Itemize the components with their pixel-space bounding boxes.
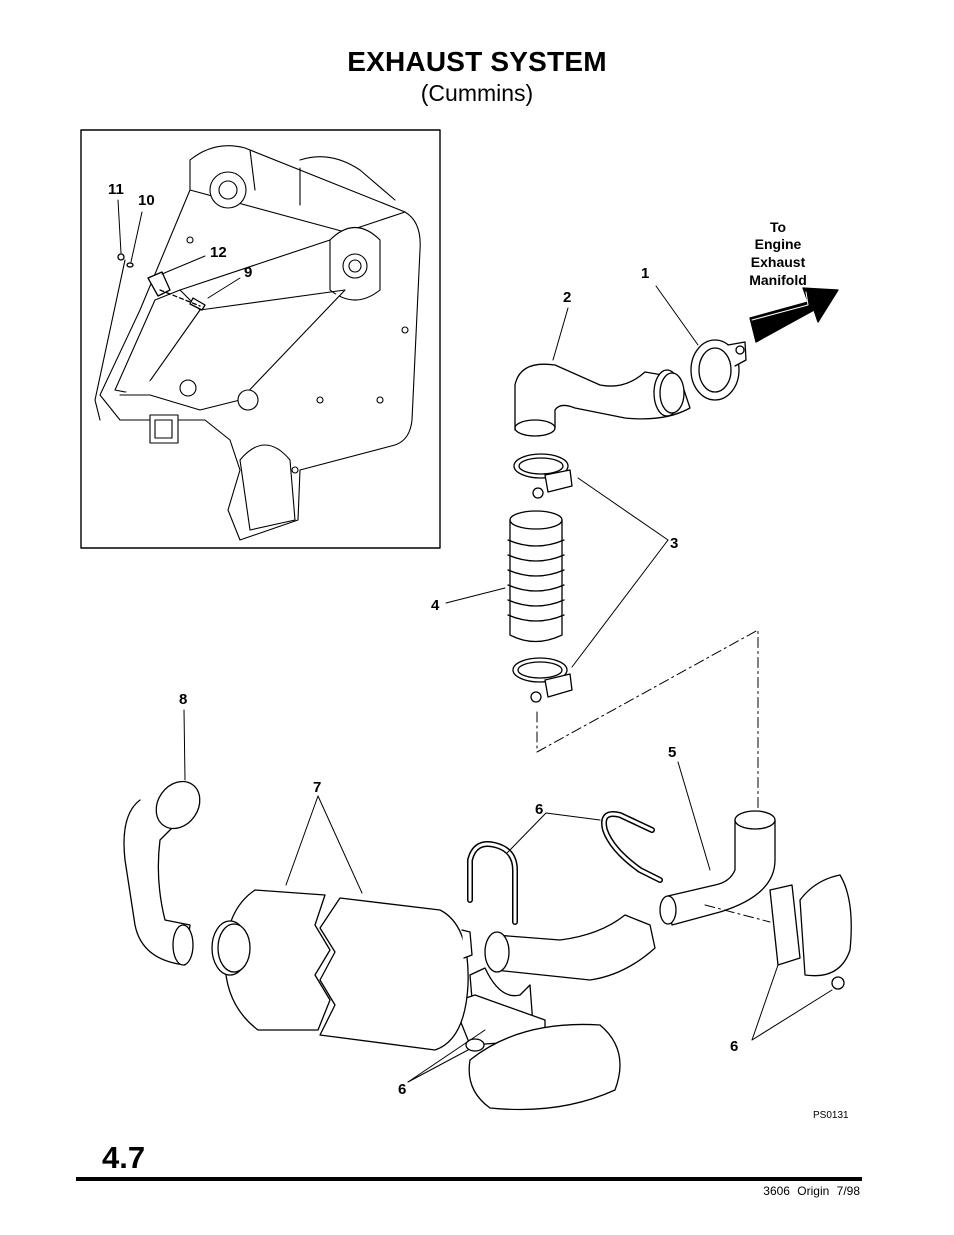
page-title: EXHAUST SYSTEM — [347, 46, 607, 77]
clamp-upper-part-3 — [513, 453, 573, 499]
arrow-label-line-1: To — [770, 219, 786, 235]
callout-4: 4 — [431, 597, 440, 614]
callout-6-tailpipe-bracket: 6 — [730, 1038, 738, 1055]
arrow-label-line-4: Manifold — [749, 272, 807, 288]
callout-3: 3 — [670, 535, 678, 552]
muffler-bracket-part-6 — [459, 967, 621, 1111]
inset-hardware — [117, 253, 206, 311]
manifold-clamp-part-1 — [690, 339, 747, 401]
callout-1: 1 — [641, 265, 649, 282]
flex-bellows-part-4 — [507, 510, 565, 643]
lockwasher-part-10 — [126, 262, 134, 268]
arrow-label-line-2: Engine — [755, 236, 802, 252]
callout-10: 10 — [138, 192, 155, 209]
loader-frame-drawing — [94, 145, 421, 541]
figure-code: PS0131 — [813, 1110, 849, 1121]
tailpipe-bracket-part-6 — [769, 874, 852, 990]
callout-9: 9 — [244, 264, 252, 281]
callout-5: 5 — [668, 744, 676, 761]
section-number: 4.7 — [102, 1140, 146, 1175]
u-bolt-upper-part-6 — [601, 811, 663, 883]
callout-7: 7 — [313, 779, 321, 796]
callout-8: 8 — [179, 691, 187, 708]
footer-doc-info: 3606 Origin 7/98 — [763, 1184, 860, 1198]
stack-elbow-part-8 — [123, 780, 201, 966]
manifold-arrow — [749, 287, 839, 343]
bracket-part-12 — [147, 271, 171, 297]
inset-frame — [80, 129, 441, 549]
muffler-part-7 — [211, 889, 473, 1051]
clamp-lower-part-3 — [512, 657, 573, 703]
callout-11: 11 — [108, 181, 124, 198]
callout-12: 12 — [210, 244, 227, 261]
elbow-pipe-part-2 — [514, 363, 691, 437]
callout-2: 2 — [563, 289, 571, 306]
tail-pipe-part-5 — [659, 810, 776, 926]
inlet-pipe — [484, 914, 656, 981]
footer-rule — [76, 1177, 862, 1181]
u-bolt-lower-part-6 — [467, 841, 518, 925]
callout-6-muffler-bracket: 6 — [398, 1081, 406, 1098]
callout-6-ubolt: 6 — [535, 801, 543, 818]
bolt-part-9 — [189, 297, 206, 311]
washer-part-11 — [117, 253, 125, 261]
arrow-label-line-3: Exhaust — [751, 254, 806, 270]
page-subtitle: (Cummins) — [420, 80, 534, 106]
